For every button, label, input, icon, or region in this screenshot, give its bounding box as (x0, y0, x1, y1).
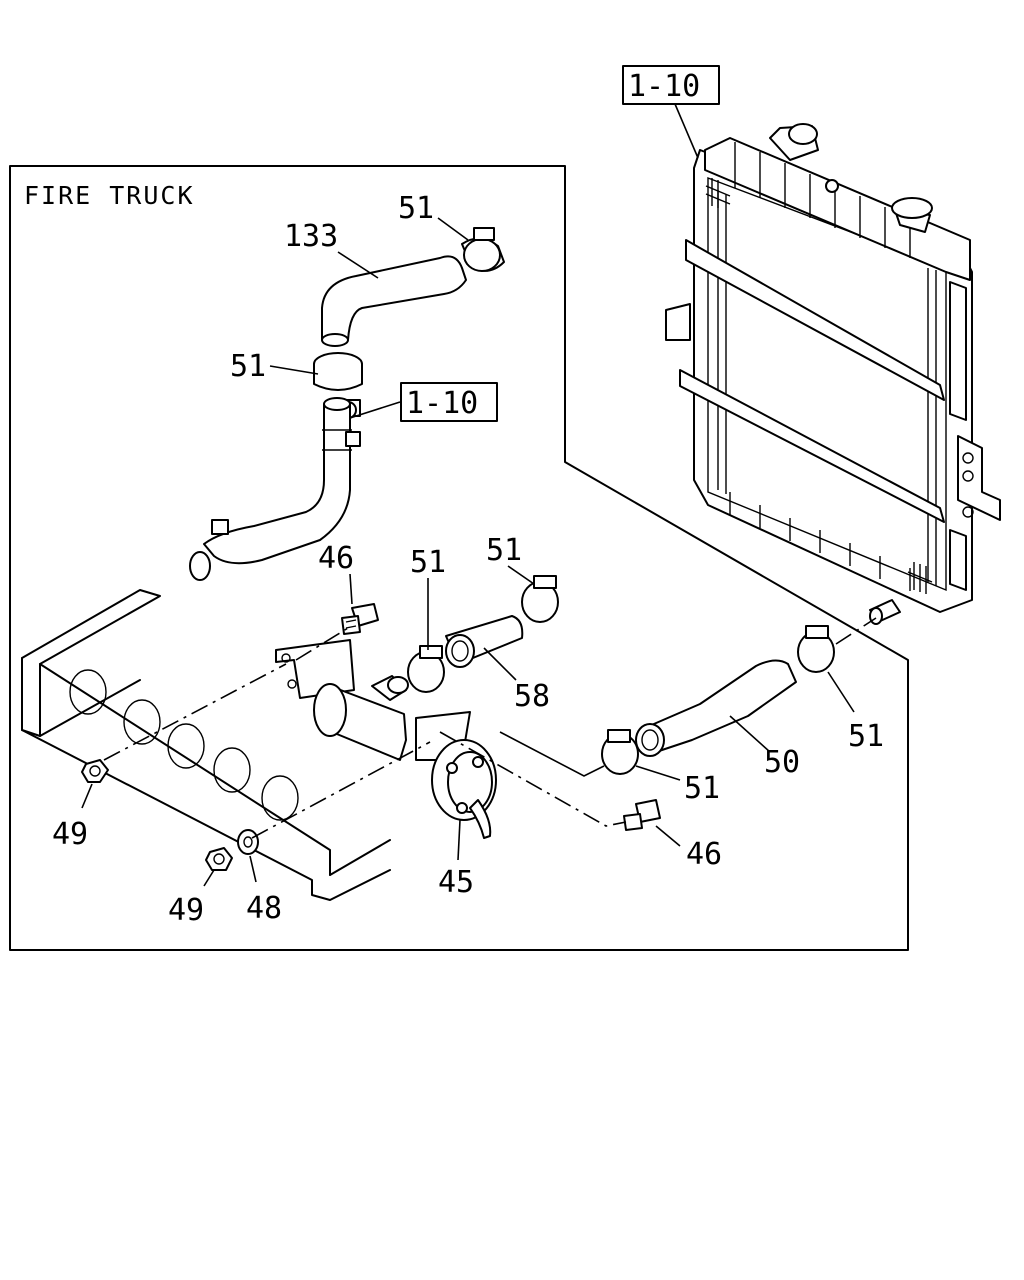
bolt-46-low (623, 799, 661, 831)
callout-51-b: 51 (486, 533, 522, 568)
clamp-51-right (797, 625, 835, 673)
nut-49-left (81, 759, 109, 783)
callout-46-low: 46 (686, 837, 722, 872)
callout-51-top: 51 (398, 191, 434, 226)
washer-48 (237, 829, 259, 855)
radiator-assembly (665, 123, 1001, 625)
bolt-46-top (341, 603, 379, 635)
hose-58 (445, 615, 524, 668)
clamp-51-a (407, 645, 445, 693)
pipe-inset (189, 397, 361, 581)
assembly-lines (103, 617, 877, 839)
callout-45: 45 (438, 865, 474, 900)
callout-48: 48 (246, 891, 282, 926)
clamp-51-b (521, 575, 559, 623)
reference-box-top: 1-10 (622, 65, 720, 105)
clamp-51-top (461, 227, 505, 272)
callout-133: 133 (284, 219, 338, 254)
clamp-51-low (601, 729, 639, 775)
reference-box-inset: 1-10 (400, 382, 498, 422)
callout-51-right: 51 (848, 719, 884, 754)
callout-58: 58 (514, 679, 550, 714)
callout-49-bottom: 49 (168, 893, 204, 928)
inset-frame (9, 165, 909, 951)
hose-133 (321, 255, 467, 347)
callout-51-low: 51 (684, 771, 720, 806)
callout-46-top: 46 (318, 541, 354, 576)
leader-lines (81, 103, 855, 887)
nut-49-bottom (205, 847, 233, 871)
pump-45 (275, 639, 497, 839)
callout-51-mid: 51 (230, 349, 266, 384)
callout-51-a: 51 (410, 545, 446, 580)
hose-50 (635, 659, 797, 757)
frame-rail (21, 589, 391, 901)
callout-49-left: 49 (52, 817, 88, 852)
inset-header: FIRE TRUCK (24, 181, 195, 210)
reference-label-inset: 1-10 (406, 386, 478, 421)
reference-label-top: 1-10 (628, 69, 700, 104)
callout-50: 50 (764, 745, 800, 780)
